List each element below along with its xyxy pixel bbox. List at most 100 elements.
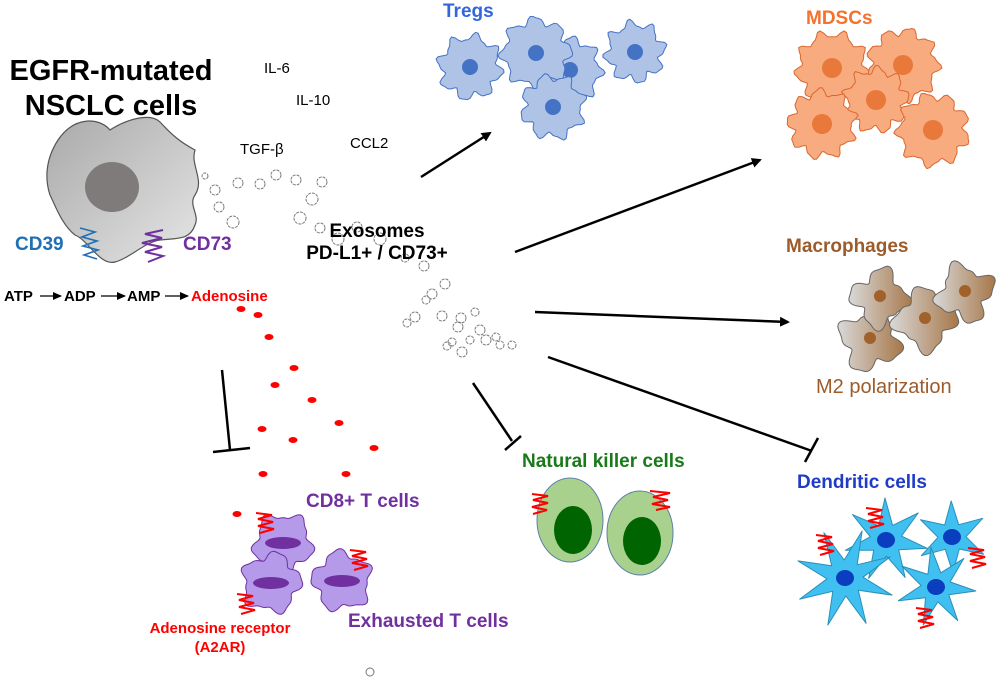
nk-cells bbox=[531, 477, 674, 576]
exosome-vesicle bbox=[491, 332, 501, 342]
adenosine-dot bbox=[334, 420, 344, 426]
receptor-coil bbox=[236, 593, 256, 615]
cytokine-ccl2: CCL2 bbox=[350, 135, 389, 152]
dendritic-cell bbox=[897, 546, 977, 626]
source-cell-title-line2: NSCLC cells bbox=[24, 89, 198, 122]
exosome-vesicle bbox=[373, 232, 387, 246]
exosome-vesicle bbox=[426, 288, 438, 300]
exosome-vesicle bbox=[470, 307, 480, 317]
adenosine-dot bbox=[289, 365, 299, 371]
inhibition-to-dendritic-cells bbox=[547, 355, 820, 463]
cd39-coil bbox=[79, 227, 101, 260]
source-cell-title: EGFR-mutated NSCLC cells bbox=[0, 54, 222, 124]
exosome-vesicle bbox=[421, 295, 431, 305]
tumor-cell bbox=[46, 116, 200, 263]
cytokine-il10: IL-10 bbox=[296, 92, 331, 109]
exosome-vesicle bbox=[439, 278, 451, 290]
receptor-coil bbox=[915, 607, 935, 629]
pathway-adp: ADP bbox=[64, 288, 96, 305]
treg-nucleus bbox=[545, 99, 561, 115]
mdscs-cluster bbox=[786, 27, 970, 170]
cytokine-tgfb: TGF-β bbox=[240, 141, 284, 158]
exosome-vesicle bbox=[452, 321, 464, 333]
adenosine-dot bbox=[253, 312, 263, 318]
mdsc-nucleus bbox=[812, 114, 832, 134]
t-cell-nucleus bbox=[253, 577, 289, 589]
exosome-vesicle bbox=[455, 312, 467, 324]
exhausted-t-cells-label: Exhausted T cells bbox=[348, 611, 509, 632]
macrophage-nucleus bbox=[919, 312, 931, 324]
mdsc-cell bbox=[793, 30, 871, 106]
adenosine-dot bbox=[258, 471, 268, 477]
m2-polarization-label: M2 polarization bbox=[816, 376, 952, 398]
mdsc-cell bbox=[893, 92, 970, 170]
t-cell-nucleus bbox=[265, 537, 301, 549]
exosome-vesicle bbox=[201, 172, 209, 180]
exosomes-label-line2: PD-L1+ / CD73+ bbox=[306, 242, 448, 264]
exosome-vesicle bbox=[409, 311, 421, 323]
t-cells-cluster bbox=[236, 512, 373, 615]
dendritic-nucleus bbox=[943, 529, 961, 545]
receptor-coil bbox=[649, 490, 671, 511]
exosome-vesicle bbox=[474, 324, 486, 336]
exosome-vesicle bbox=[402, 318, 412, 328]
exosome-vesicle bbox=[400, 253, 410, 263]
adenosine-dot bbox=[288, 437, 298, 443]
adenosine-molecules bbox=[232, 306, 379, 517]
mdsc-cell bbox=[786, 87, 859, 160]
pathway-atp: ATP bbox=[4, 288, 33, 305]
treg-nucleus bbox=[627, 44, 643, 60]
exosome-cluster bbox=[201, 169, 517, 358]
cd39-label: CD39 bbox=[15, 234, 64, 255]
macrophage-cell bbox=[932, 260, 996, 324]
exosome-vesicle bbox=[232, 177, 244, 189]
exosome-vesicle bbox=[351, 221, 363, 233]
treg-nucleus bbox=[528, 45, 544, 61]
source-cell-title-line1: EGFR-mutated bbox=[9, 55, 213, 87]
treg-cell bbox=[602, 18, 668, 84]
exosome-vesicle bbox=[213, 201, 225, 213]
exosome-vesicle bbox=[316, 176, 328, 188]
adenosine-receptor-line1: Adenosine receptor bbox=[149, 620, 291, 637]
inhibition-to-nk-cells bbox=[471, 382, 522, 451]
exosome-vesicle bbox=[447, 337, 457, 347]
exosome-vesicle bbox=[465, 335, 475, 345]
dendritic-cell bbox=[844, 497, 928, 579]
macrophage-nucleus bbox=[864, 332, 876, 344]
exosome-vesicle bbox=[436, 310, 448, 322]
exosome-vesicle bbox=[442, 341, 452, 351]
adenosine-dot bbox=[270, 382, 280, 388]
receptor-coil bbox=[531, 493, 549, 515]
adenosine-dot bbox=[257, 426, 267, 432]
macrophage-nucleus bbox=[874, 290, 886, 302]
t-cell-nucleus bbox=[324, 575, 360, 587]
exosome-vesicle bbox=[209, 184, 221, 196]
mdsc-nucleus bbox=[866, 90, 886, 110]
dendritic-nucleus bbox=[877, 532, 895, 548]
exosome-vesicle bbox=[495, 340, 505, 350]
macrophage-cell bbox=[848, 265, 915, 332]
cd73-label: CD73 bbox=[183, 234, 232, 255]
arrow-to-tregs bbox=[420, 131, 492, 179]
arrow-to-mdscs bbox=[514, 158, 762, 254]
t-cell bbox=[240, 550, 304, 615]
dendritic-cell bbox=[797, 530, 893, 626]
treg-nucleus bbox=[462, 59, 478, 75]
mdsc-nucleus bbox=[822, 58, 842, 78]
receptor-coil bbox=[815, 534, 835, 556]
exosome-vesicle bbox=[293, 211, 307, 225]
treg-nucleus bbox=[562, 62, 578, 78]
nk-cell bbox=[606, 490, 674, 576]
arrow-to-macrophages bbox=[534, 310, 790, 327]
treg-cell bbox=[435, 31, 505, 101]
mdsc-nucleus bbox=[893, 55, 913, 75]
exosome-vesicle bbox=[331, 232, 345, 246]
dendritic-nucleus bbox=[836, 570, 854, 586]
exosomes-label: Exosomes PD-L1+ / CD73+ bbox=[292, 221, 462, 265]
adenosine-receptor-line2: (A2AR) bbox=[194, 638, 246, 656]
adenosine-inhibition-line bbox=[212, 369, 251, 454]
macrophages-cluster bbox=[837, 260, 996, 373]
pathway-adenosine: Adenosine bbox=[191, 288, 268, 305]
macrophage-nucleus bbox=[959, 285, 971, 297]
